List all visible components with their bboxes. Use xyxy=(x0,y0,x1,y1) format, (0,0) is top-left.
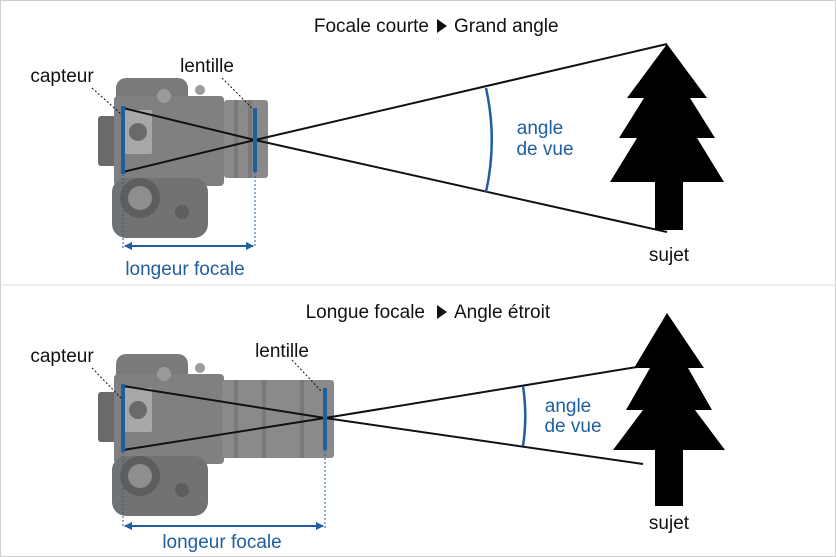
bottom-ray-upper-back xyxy=(122,385,326,419)
top-lens-leader xyxy=(221,77,253,109)
top-ray-upper-back xyxy=(122,107,256,141)
top-tree-icon xyxy=(610,44,724,230)
bottom-sensor-label: capteur xyxy=(30,346,94,367)
top-lens-label: lentille xyxy=(180,56,234,77)
bottom-title-right: Angle étroit xyxy=(454,302,551,323)
bottom-ray-lower-back xyxy=(122,417,326,451)
bottom-angle-arc xyxy=(521,385,527,447)
top-title-right: Grand angle xyxy=(454,16,559,37)
top-angle-label-line1: angle xyxy=(517,118,564,139)
bottom-panel: Longue focale Angle étroit xyxy=(30,302,725,553)
bottom-title-left: Longue focale xyxy=(306,302,425,323)
top-angle-label-line2: de vue xyxy=(516,139,573,160)
top-rays xyxy=(122,43,668,233)
bottom-rays xyxy=(122,365,644,465)
top-sensor-leader xyxy=(91,87,122,115)
bottom-angle-label-line1: angle xyxy=(545,396,592,417)
bottom-ray-upper-front xyxy=(324,365,644,419)
bottom-focal-label: longeur focale xyxy=(162,532,281,553)
top-ray-upper-front xyxy=(254,43,668,141)
bottom-angle-label-line2: de vue xyxy=(544,416,601,437)
bottom-lens-leader xyxy=(291,359,323,393)
bottom-lens-label: lentille xyxy=(255,341,309,362)
top-sensor-label: capteur xyxy=(30,66,94,87)
play-triangle-icon xyxy=(437,305,447,319)
top-angle-arc xyxy=(484,87,493,193)
top-panel: Focale courte Grand angle xyxy=(30,16,724,280)
top-title-left: Focale courte xyxy=(314,16,429,37)
play-triangle-icon xyxy=(437,19,447,33)
bottom-ray-lower-front xyxy=(324,417,644,465)
top-ray-lower-front xyxy=(254,139,668,233)
top-camera xyxy=(98,78,268,238)
top-ray-lower-back xyxy=(122,139,256,173)
bottom-camera xyxy=(98,354,334,516)
bottom-tree-icon xyxy=(613,313,725,506)
top-focal-label: longeur focale xyxy=(125,259,244,280)
bottom-subject-label: sujet xyxy=(649,513,690,534)
bottom-sensor-leader xyxy=(91,367,122,399)
top-subject-label: sujet xyxy=(649,245,690,266)
